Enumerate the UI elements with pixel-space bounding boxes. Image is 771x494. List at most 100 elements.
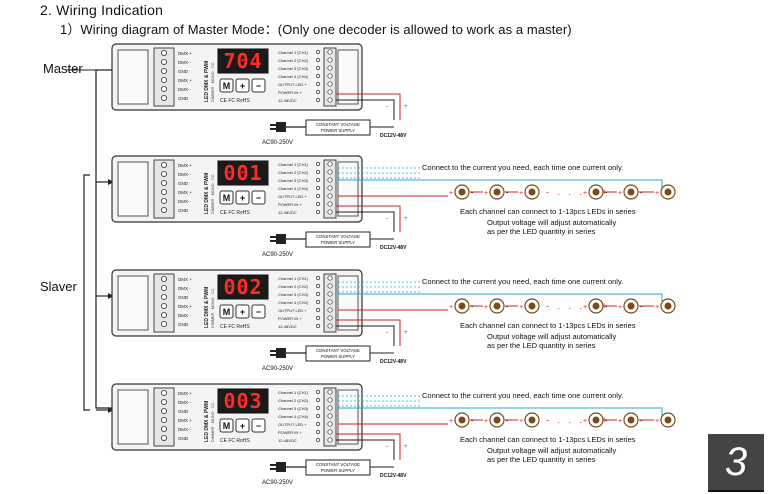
- led-plus-mark: +: [583, 190, 587, 197]
- terminal-screw: [327, 299, 333, 305]
- led-core-icon: [592, 416, 600, 424]
- right-terminal-label: Channel 2 (CH2): [278, 170, 309, 175]
- page-number-underline: [708, 490, 764, 492]
- right-terminal-label: Channel 3 (CH3): [278, 178, 309, 183]
- led-minus-mark: -: [640, 304, 643, 311]
- cert-marks: CE FC RoHS: [220, 324, 250, 330]
- terminal-dot: [316, 66, 320, 70]
- product-model: DIMMER · MONO · CC: [211, 402, 215, 442]
- left-terminal-label: GND: [178, 409, 189, 414]
- panel-button: [235, 304, 250, 319]
- slaver-label: Slaver: [40, 279, 77, 294]
- led-display: [217, 48, 269, 74]
- panel-button: [219, 418, 234, 433]
- panel-button-label: M: [223, 193, 231, 203]
- ac-input-label: AC90-250V: [262, 252, 293, 258]
- section-heading: 2. Wiring Indication: [40, 2, 164, 18]
- current-note: Connect to the current you need, each ti…: [422, 163, 623, 172]
- terminal-screw: [160, 59, 167, 66]
- panel-button-label: +: [240, 81, 245, 91]
- led-minus-mark: -: [471, 190, 474, 197]
- terminal-dot: [316, 324, 320, 328]
- led-plus-mark: +: [519, 190, 523, 197]
- ac-plug-icon: [276, 462, 286, 472]
- plus-mark: +: [404, 216, 408, 222]
- terminal-screw: [160, 86, 167, 93]
- terminal-screw: [160, 293, 167, 300]
- led-core-icon: [493, 416, 501, 424]
- led-display: [217, 274, 269, 300]
- product-model: DIMMER · MONO · CC: [211, 288, 215, 328]
- led-plus-mark: +: [655, 418, 659, 425]
- terminal-screw: [160, 68, 167, 75]
- right-mount-tab: [337, 161, 359, 217]
- led-core-icon: [528, 188, 536, 196]
- terminal-screw: [160, 389, 167, 396]
- minus-mark: -: [386, 216, 388, 222]
- panel-button-label: −: [256, 193, 261, 203]
- auto-note-2: as per the LED quantity in series: [487, 341, 596, 350]
- terminal-dot: [316, 398, 320, 402]
- right-terminal-label: Channel 2 (CH2): [278, 284, 309, 289]
- power-supply-label-1: CONSTANT VOLTAGE: [316, 348, 360, 353]
- left-terminal-label: DMX -: [178, 60, 191, 65]
- led-core-icon: [458, 188, 466, 196]
- terminal-dot: [316, 82, 320, 86]
- led-core-icon: [664, 416, 672, 424]
- display-readout: 002: [223, 275, 262, 299]
- ps-output-label: DC12V-48V: [380, 133, 407, 139]
- cert-marks: CE FC RoHS: [220, 98, 250, 104]
- led-ellipsis: - . . . . +: [546, 415, 610, 425]
- terminal-screw: [160, 434, 167, 441]
- terminal-screw: [160, 302, 167, 309]
- panel-button-label: −: [256, 81, 261, 91]
- terminal-screw: [327, 397, 333, 403]
- terminal-dot: [316, 308, 320, 312]
- left-terminal-block: [153, 47, 175, 107]
- terminal-screw: [160, 170, 167, 177]
- led-plus-mark: +: [583, 304, 587, 311]
- ps-output-label: DC12V-48V: [380, 473, 407, 479]
- terminal-screw: [160, 161, 167, 168]
- left-terminal-block: [153, 159, 175, 219]
- terminal-screw: [327, 57, 333, 63]
- right-terminal-label: Channel 4 (CH4): [278, 300, 309, 305]
- left-terminal-label: DMX +: [178, 391, 192, 396]
- terminal-screw: [327, 81, 333, 87]
- panel-button-label: +: [240, 421, 245, 431]
- left-terminal-label: DMX -: [178, 400, 191, 405]
- terminal-screw: [327, 201, 333, 207]
- right-terminal-label: Channel 1 (CH1): [278, 50, 309, 55]
- power-supply-label-2: POWER SUPPLY: [321, 468, 355, 473]
- terminal-screw: [327, 429, 333, 435]
- display-readout: 704: [223, 49, 262, 73]
- terminal-screw: [327, 73, 333, 79]
- section-subheading: 1）Wiring diagram of Master Mode：(Only on…: [60, 22, 572, 37]
- terminal-screw: [327, 275, 333, 281]
- terminal-screw: [160, 197, 167, 204]
- power-wire-positive: [336, 93, 401, 120]
- power-wire-negative: [336, 439, 395, 460]
- display-readout: 003: [223, 389, 262, 413]
- ac-input-label: AC90-250V: [262, 366, 293, 372]
- terminal-dot: [316, 50, 320, 54]
- terminal-screw: [160, 320, 167, 327]
- terminal-screw: [327, 177, 333, 183]
- panel-button-label: M: [223, 307, 231, 317]
- panel-button: [235, 190, 250, 205]
- terminal-screw: [327, 413, 333, 419]
- left-terminal-label: DMX -: [178, 199, 191, 204]
- ac-plug-pin-icon: [270, 240, 276, 242]
- led-plus-mark: +: [449, 418, 453, 425]
- ac-plug-pin-icon: [270, 354, 276, 356]
- dmx-bus-arrow: [108, 407, 114, 413]
- power-wire-negative: [336, 325, 395, 346]
- power-wire-positive: [336, 433, 401, 460]
- auto-note-2: as per the LED quantity in series: [487, 455, 596, 464]
- left-terminal-label: DMX +: [178, 418, 192, 423]
- left-mount-tab: [117, 275, 149, 331]
- led-plus-mark: +: [655, 304, 659, 311]
- led-core-icon: [627, 188, 635, 196]
- left-mount-tab: [117, 389, 149, 445]
- terminal-screw: [327, 65, 333, 71]
